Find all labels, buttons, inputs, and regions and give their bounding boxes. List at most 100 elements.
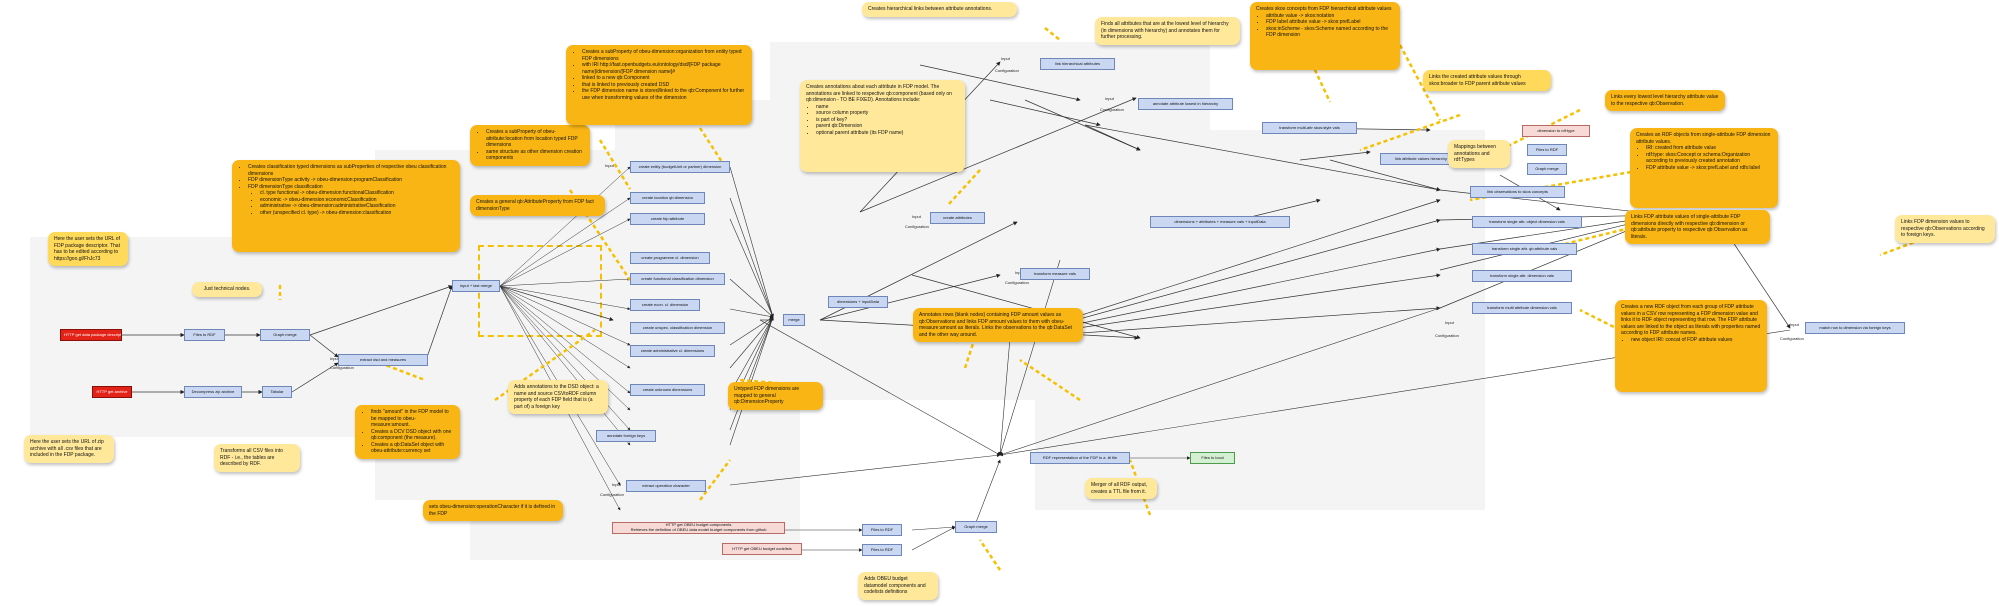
note-skos-concepts-item: FDP label attribute value -> skos:prefLa… [1266,19,1394,26]
node-graph-merge-b[interactable]: Graph merge [955,521,997,533]
port-label-input: Input [1105,96,1114,101]
note-multi-rdf: Creates a new RDF object from each group… [1615,300,1767,392]
node-create-entity[interactable]: create entity (budgetUnit or partner) di… [630,161,730,173]
node-files-to-rdf-b1[interactable]: Files to RDF [862,524,902,536]
node-graph-merge[interactable]: Graph merge [260,329,310,341]
port-label-input: Input [330,356,339,361]
node-dimension-to-rdf-type[interactable]: dimension to rdf:type [1522,125,1590,137]
port-label-configuration: Configuration [905,224,929,229]
node-t-multi-dim[interactable]: transform multi attribute dimension vals [1472,302,1572,314]
note-untyped: Untyped FDP dimensions are mapped to gen… [728,382,823,410]
node-link-hierarchical[interactable]: link hierarchical attributes [1040,58,1115,70]
note-multi-rdf-item: new object IRI: concat of FDP attribute … [1631,337,1761,344]
note-classification-subitem: other (unspecified cl. type) -> obeu-dim… [260,210,454,217]
node-t-single-qb[interactable]: transform single attr. qb:attribute vals [1472,243,1577,255]
note-literal-link: Links FDP attribute values of single-att… [1625,210,1770,244]
note-location-item: Creates a subProperty of obeu-attribute:… [486,129,584,149]
port-label-input: Input [605,163,614,168]
note-foreign-keys: Links FDP dimension values to respective… [1895,215,1995,243]
node-extract-dsd[interactable]: extract dsd and measures [338,354,428,366]
note-organization-item: with IRI http://fast.openbudgets.eu/onto… [582,62,746,75]
node-dims-attr-measure[interactable]: dimensions + attributes + measure vals +… [1150,216,1290,228]
port-label-configuration: Configuration [1005,280,1029,285]
node-files-to-local[interactable]: Files to local [1190,452,1235,464]
note-location-item: same structure as other dimension creati… [486,149,584,162]
node-extract-operation[interactable]: extract operation character [626,480,706,492]
node-create-programme[interactable]: create programme cl. dimension [630,252,710,264]
note-organization-item: that is linked to previously created DSD [582,82,746,89]
node-link-obs-skos[interactable]: link observations to skos concepts [1470,186,1565,198]
port-label-input: Input [1001,56,1010,61]
node-rdf-representation[interactable]: RDF representation of the FDP in a .ttl … [1030,452,1130,464]
note-classification-item: Creates classification typed dimensions … [248,164,454,177]
note-lowest-attr-text: Finds all attributes that are at the low… [1101,21,1229,40]
note-organization-item: the FDP dimension name is stored/linked … [582,88,746,101]
node-transform-measure[interactable]: transform measure vals [1020,268,1090,280]
note-skos-concepts-item: skos:inScheme - skos:Scheme named accord… [1266,26,1394,39]
node-t-single-dim[interactable]: transform single attr. dimension vals [1472,270,1572,282]
node-http-obeu-components[interactable]: HTTP get OBEU budget components Retrieve… [612,522,785,534]
node-http-obeu-components-subtitle: Retrieves the definition of OBEU data mo… [630,526,767,532]
note-operation: sets obeu-dimension:operationCharacter i… [423,500,563,521]
node-create-functional[interactable]: create functional classification dimensi… [630,273,725,285]
node-http-get-descriptor[interactable]: HTTP get data package descriptor [60,329,122,341]
note-rdf-single-intro: Creates an RDF objects from single-attri… [1636,132,1771,145]
note-annotations-attr-intro: Creates annotations about each attribute… [806,84,952,103]
note-annotations-attr-item: name [816,104,959,111]
node-create-unknown[interactable]: create unknown dimensions [630,384,705,396]
dimension-input-edges [499,166,631,511]
note-multi-rdf-intro: Creates a new RDF object from each group… [1621,304,1761,336]
node-http-get-zip[interactable]: HTTP get archive [92,386,132,398]
note-rdf-single: Creates an RDF objects from single-attri… [1630,128,1778,208]
note-rdf-single-item: rdf:type: skos:Concept or schema:Organiz… [1646,152,1772,165]
note-annotations-attr-item: source column property [816,110,959,117]
node-annotate-lowest[interactable]: annotate attribute lowest in hierarchy [1138,98,1233,110]
node-dims-input[interactable]: dimensions + inputData [828,296,888,308]
node-http-obeu-codelists[interactable]: HTTP get OBEU budget codelists [722,543,802,555]
note-descriptor-url: Here the user sets the URL of FDP packag… [48,232,128,266]
note-classification-subitem: economic -> obeu-dimension:economicClass… [260,197,454,204]
note-annotations-attr-item: optional parent attribute (its FDP name) [816,130,959,137]
note-skos-concepts-item: attribute value -> skos:notation [1266,13,1394,20]
node-create-admin[interactable]: create administrative cl. dimensions [630,345,715,357]
node-annotate-foreign[interactable]: annotate foreign keys [596,430,656,442]
port-label-input: Input [1015,270,1024,275]
node-create-attributes[interactable]: create attributes [930,212,985,224]
node-files-to-rdf-mid[interactable]: Files to RDF [1527,144,1567,156]
note-annotations-attr: Creates annotations about each attribute… [800,80,965,172]
note-finds-amount-item: finds "amount" in the FDP model to be ma… [371,409,454,429]
port-label-input: Input [912,214,921,219]
note-hier-links: Creates hierarchical links between attri… [862,2,1017,17]
zone-right [1035,130,1485,510]
note-classification-subitem: cl. type functional -> obeu-dimension:fu… [260,190,454,197]
note-dsd-annotations: Adds annotations to the DSD object: a na… [508,380,608,414]
port-label-input: Input [612,482,621,487]
node-graph-merge-mid[interactable]: Graph merge [1527,163,1567,175]
note-lowest-attr: Finds all attributes that are at the low… [1095,17,1240,45]
note-annotate-rows: Annotates rows (blank nodes) containing … [913,308,1083,342]
note-rdf-single-item: FDP attribute value -> skos:prefLabel an… [1646,165,1772,172]
note-dsd-annotations-text: Adds annotations to the DSD object: a na… [514,384,599,410]
node-files-to-rdf-b2[interactable]: Files to RDF [862,544,902,556]
note-general-attr-text: Creates a general qb:AttributeProperty f… [476,199,594,212]
note-classification-subitem: administrative -> obeu-dimension:adminis… [260,203,454,210]
note-general-attr: Creates a general qb:AttributeProperty f… [470,195,605,216]
port-label-configuration: Configuration [330,365,354,370]
note-obeu-budget-text: Adds OBEU budget datamodel components an… [864,576,926,595]
node-match-row[interactable]: match row to dimension via foreign keys [1805,322,1905,334]
note-organization: Creates a subProperty of obeu-dimension:… [566,45,752,125]
node-create-unspec[interactable]: create unspec. classification dimension [630,322,725,334]
note-merger-text: Merger of all RDF output, creates a TTL … [1091,482,1148,495]
node-tabular[interactable]: Tabular [262,386,292,398]
note-annotations-attr-item: is part of key? [816,117,959,124]
node-files-to-rdf[interactable]: Files to RDF [184,329,225,341]
node-input-last-merge[interactable]: input + last merge [452,280,500,292]
node-create-fdp-attribute[interactable]: create fdp:attribute [630,213,705,225]
node-t-single-obj[interactable]: transform single attr. object dimension … [1472,216,1582,228]
node-decompress-zip[interactable]: Decompress zip archive [184,386,242,398]
node-merge[interactable]: merge [783,314,805,326]
node-transform-multi-skos[interactable]: transform multi-attr skos:style vals [1262,122,1357,134]
node-create-econ[interactable]: create econ. cl. dimension [630,299,700,311]
note-literal-link-text: Links FDP attribute values of single-att… [1631,214,1748,240]
node-create-location[interactable]: create location qb:dimension [630,192,705,204]
